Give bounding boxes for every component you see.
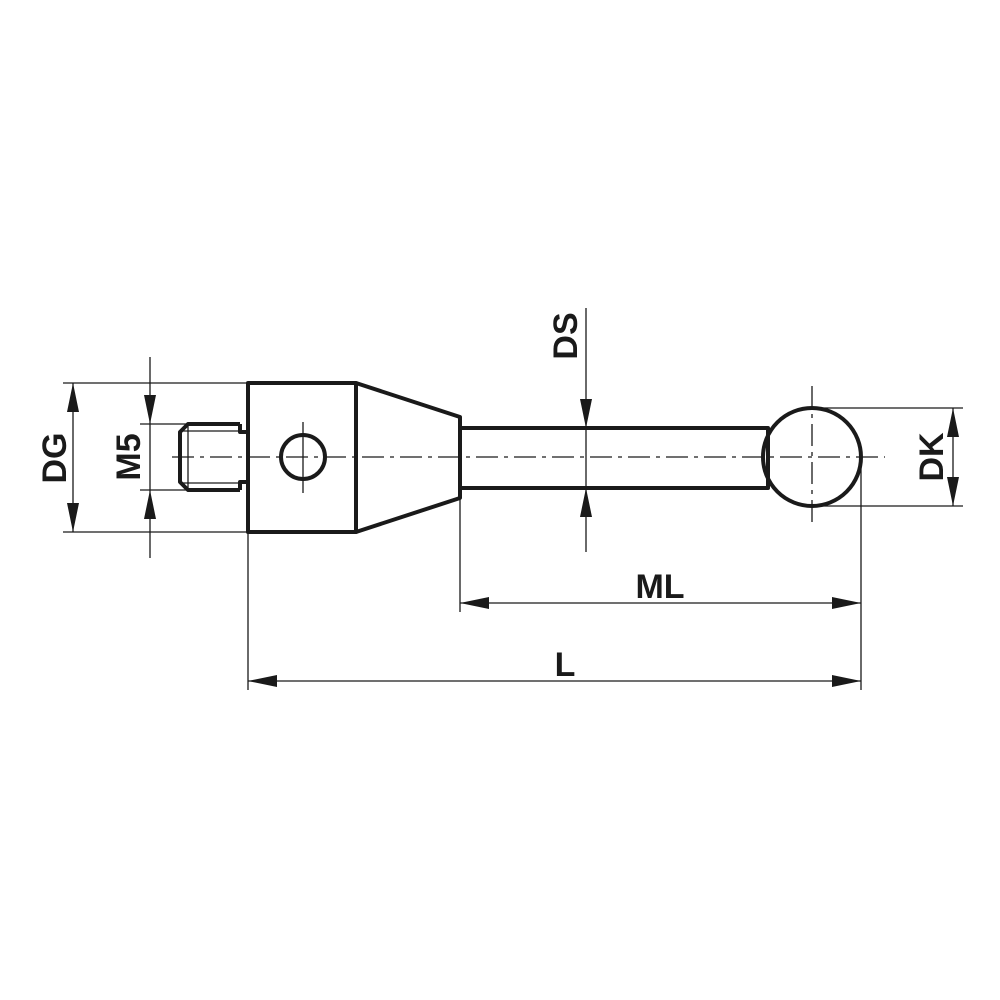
label-l: L bbox=[555, 646, 576, 684]
dim-dk: DK bbox=[812, 407, 963, 507]
label-dk: DK bbox=[913, 432, 951, 482]
taper-cone bbox=[355, 381, 462, 534]
dim-l: L bbox=[248, 646, 861, 687]
label-m5: M5 bbox=[110, 433, 148, 480]
dim-m5: M5 bbox=[110, 357, 188, 558]
dim-ds: DS bbox=[547, 308, 592, 552]
probe-body bbox=[246, 381, 358, 534]
label-dg: DG bbox=[36, 433, 74, 484]
stylus-shaft bbox=[460, 426, 770, 490]
dim-dg: DG bbox=[36, 382, 248, 533]
dim-ml: ML bbox=[460, 568, 861, 609]
thread-m5 bbox=[178, 422, 248, 492]
label-ml: ML bbox=[635, 568, 684, 606]
label-ds: DS bbox=[547, 312, 585, 359]
